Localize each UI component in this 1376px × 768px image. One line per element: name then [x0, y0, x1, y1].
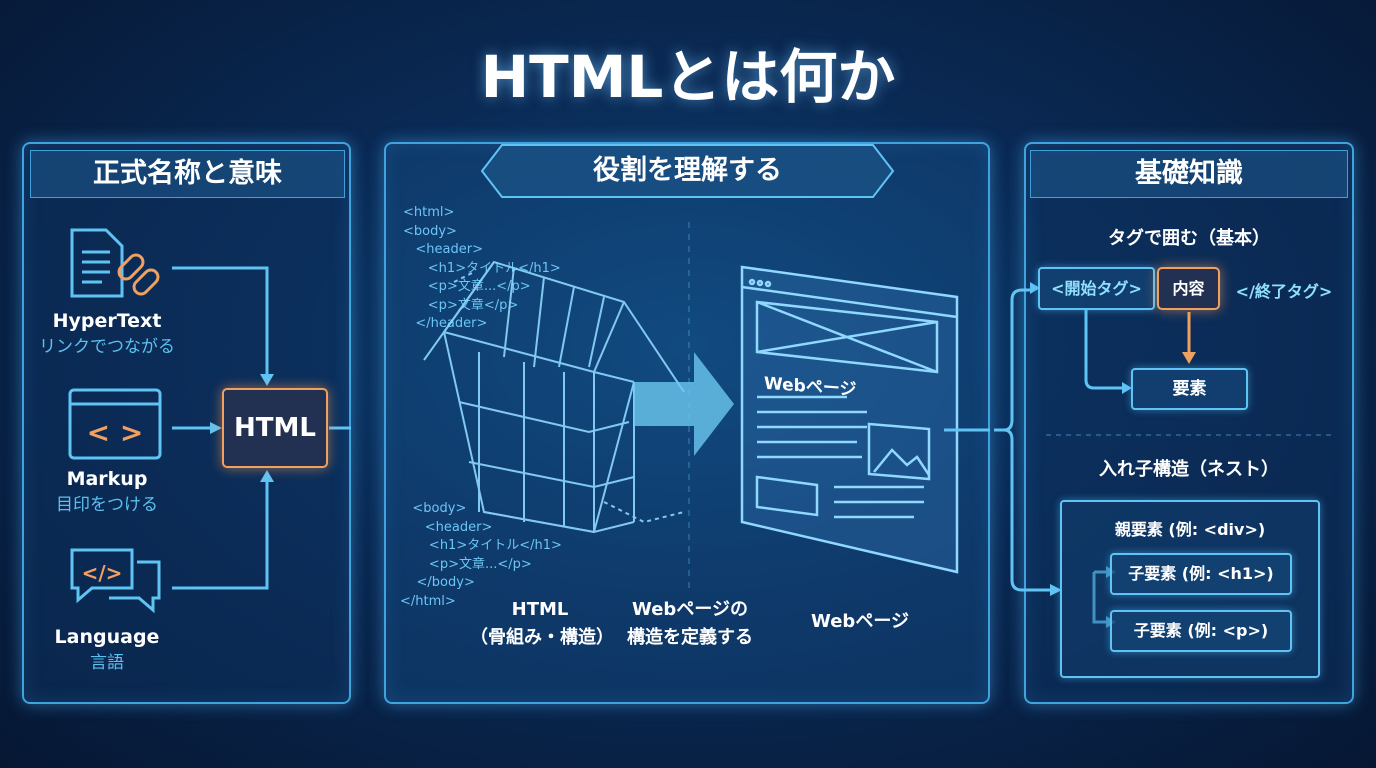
- caption-line: HTML: [511, 599, 569, 620]
- item-label: Language: [54, 626, 160, 648]
- caption-define: Webページの 構造を定義する: [610, 596, 770, 652]
- caption-line: Webページ: [811, 611, 909, 632]
- role-panel-header: 役割を理解する: [593, 155, 782, 186]
- caption-html: HTML （骨組み・構造）: [470, 596, 614, 652]
- parent-element-label: 親要素 (例: <div>): [1114, 520, 1266, 539]
- nest-section-title: 入れ子構造（ネスト）: [1099, 459, 1279, 480]
- html-center-box: HTML: [222, 388, 328, 468]
- item-sub: 目印をつける: [56, 495, 158, 515]
- open-tag-box: <開始タグ>: [1038, 267, 1155, 310]
- item-hypertext: HyperText リンクでつながる: [22, 310, 192, 357]
- page-title: HTMLとは何か: [480, 43, 896, 111]
- caption-line: （骨組み・構造）: [470, 627, 614, 648]
- child-element-box: 子要素 (例: <h1>): [1110, 553, 1292, 595]
- role-illustration: [423, 222, 990, 592]
- arrow-heads: [210, 374, 274, 482]
- basics-arrows: [994, 282, 1334, 628]
- house-wireframe-icon: [423, 260, 685, 534]
- document-link-icon: [70, 228, 160, 298]
- big-arrow-icon: [634, 352, 734, 456]
- code-window-icon: [68, 388, 162, 460]
- item-label: Markup: [66, 468, 148, 490]
- caption-line: Webページの: [632, 599, 748, 620]
- tag-section-title: タグで囲む（基本）: [1108, 228, 1270, 249]
- item-sub: リンクでつながる: [39, 337, 175, 357]
- code-snippet-top: <html> <body> <header> <h1>タイトル</h1> <p>…: [403, 205, 561, 331]
- meaning-icons-and-arrows: < > </>: [68, 228, 351, 614]
- item-sub: 言語: [90, 653, 124, 673]
- chat-code-icon: [70, 548, 161, 614]
- caption-line: 構造を定義する: [627, 627, 753, 648]
- item-label: HyperText: [52, 310, 162, 332]
- chat-code-glyph: </>: [82, 561, 123, 585]
- item-markup: Markup 目印をつける: [22, 468, 192, 515]
- code-snippet-bottom: <body> <header> <h1>タイトル</h1> <p>文章...</…: [400, 501, 562, 609]
- webpage-mockup-icon: [740, 265, 959, 574]
- child-element-box: 子要素 (例: <p>): [1110, 610, 1292, 652]
- flow-arrows: [172, 266, 351, 590]
- item-language: Language 言語: [22, 626, 192, 673]
- element-box: 要素: [1131, 368, 1248, 410]
- role-header-banner: [480, 144, 895, 198]
- basics-panel-header: 基礎知識: [1030, 150, 1348, 198]
- caption-webpage: Webページ: [790, 608, 930, 636]
- close-tag-label: </終了タグ>: [1235, 282, 1333, 301]
- content-box: 内容: [1157, 267, 1220, 310]
- code-glyph: < >: [87, 416, 144, 449]
- meaning-panel-header: 正式名称と意味: [30, 150, 345, 198]
